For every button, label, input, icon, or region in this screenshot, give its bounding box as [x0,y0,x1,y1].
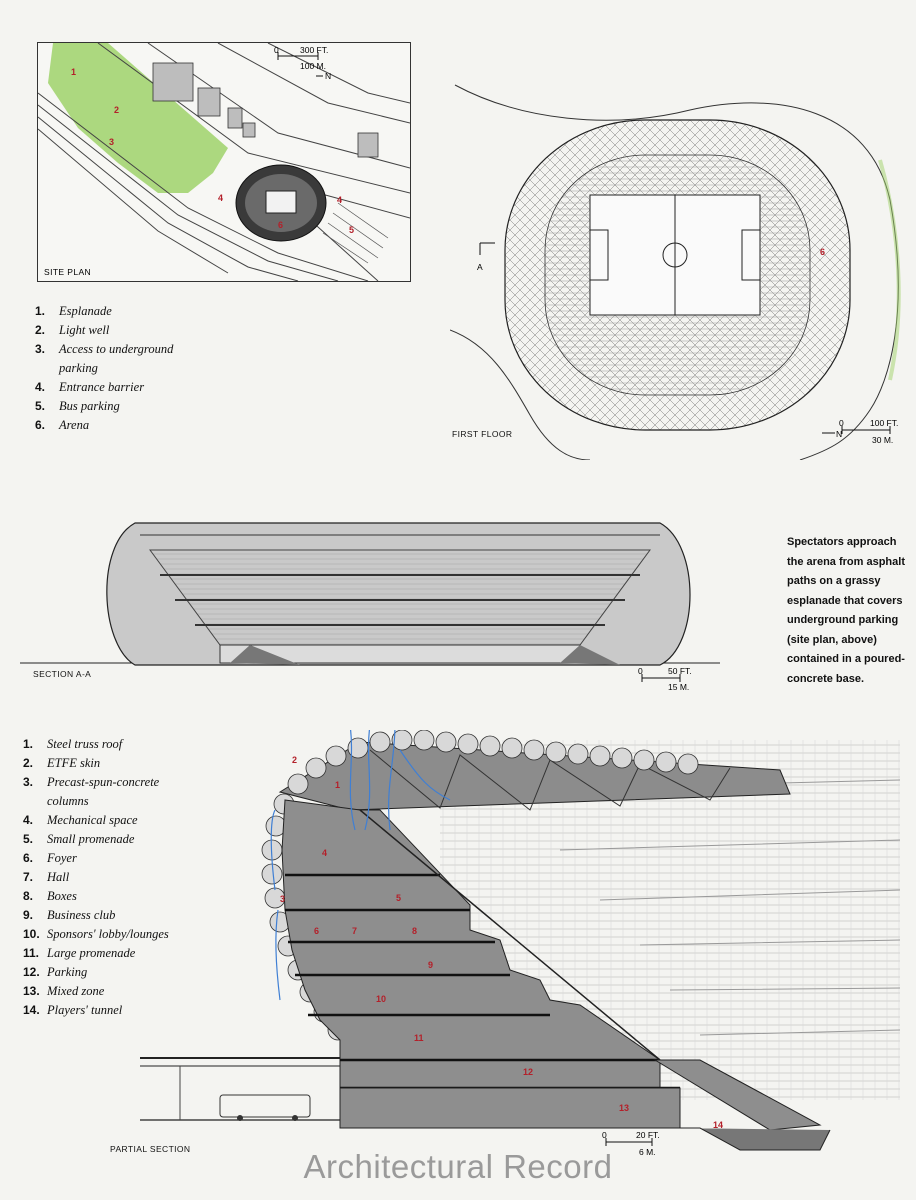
floor-marker-6: 6 [820,247,825,257]
legend-item: 4.Entrance barrier [35,380,145,394]
site-marker-4a: 4 [218,193,223,203]
legend-item: 13.Mixed zone [23,984,105,998]
legend-item: 3.Precast-spun-concrete columns [23,775,160,808]
legend-item: 5.Bus parking [35,399,120,413]
floor-scale-ft: 100 FT. [870,418,898,428]
legend-item: 10.Sponsors' lobby/lounges [23,927,169,941]
partial-section-caption: PARTIAL SECTION [110,1144,191,1154]
section-marker-10: 10 [376,994,386,1004]
section-marker-6: 6 [314,926,319,936]
legend-item: 11.Large promenade [23,946,136,960]
legend-item: 6.Foyer [23,851,77,865]
section-marker-8: 8 [412,926,417,936]
section-aa-caption: SECTION A-A [33,669,92,679]
footer-watermark: Architectural Record [303,1148,613,1185]
partial-scale-m: 6 M. [639,1147,656,1157]
bus-outline [219,1094,311,1118]
section-marker-11: 11 [414,1033,424,1043]
site-marker-4b: 4 [337,195,342,205]
partial-section-drawing: 1 2 3 4 5 6 7 8 9 10 11 12 13 14 0 20 FT… [140,730,901,1157]
section-marker-a: A [477,262,483,272]
first-floor-caption: FIRST FLOOR [452,429,513,439]
section-marker-12: 12 [523,1067,533,1077]
legend-item: 1.Steel truss roof [23,737,123,751]
legend-item: 9.Business club [23,908,116,922]
section-marker-9: 9 [428,960,433,970]
site-plan: 0 300 FT. 100 M. N 1 2 3 4 4 5 6 SITE PL… [37,42,411,282]
legend-item: 4.Mechanical space [23,813,138,827]
site-marker-5: 5 [349,225,354,235]
section-marker-14: 14 [713,1120,723,1130]
floor-scale-m: 30 M. [872,435,893,445]
section-marker-13: 13 [619,1103,629,1113]
esplanade-area [48,43,228,193]
site-marker-6: 6 [278,220,283,230]
legend-item: 6.Arena [35,418,90,432]
site-scale-m: 100 M. [300,61,326,71]
site-marker-3: 3 [109,137,114,147]
legend-item: 2.Light well [35,323,110,337]
legend-item: 5.Small promenade [23,832,135,846]
legend-item: 12.Parking [23,965,88,979]
legend-item: 3.Access to underground parking [35,342,174,375]
site-north-label: N [325,71,331,81]
site-scale-zero: 0 [274,45,279,55]
legend-item: 7.Hall [23,870,70,884]
section-marker-5: 5 [396,893,401,903]
section-marker-3: 3 [280,894,285,904]
legend-item: 2.ETFE skin [23,756,101,770]
legend-item: 14.Players' tunnel [23,1003,123,1017]
site-marker-2: 2 [114,105,119,115]
site-plan-caption: SITE PLAN [44,267,91,277]
legend-item: 1.Esplanade [35,304,112,318]
floor-scale-zero: 0 [839,418,844,428]
floor-north-label: N [836,429,842,439]
site-plan-drawing: 0 300 FT. 100 M. N 1 2 3 4 4 5 6 SITE PL… [37,42,411,282]
legend-item: 8.Boxes [23,889,77,903]
section-aa-drawing: 0 50 FT. 15 M. [20,522,720,692]
partial-section-legend: 1.Steel truss roof 2.ETFE skin 3.Precast… [23,735,182,1020]
partial-scale-ft: 20 FT. [636,1130,660,1140]
section-scale-ft: 50 FT. [668,666,692,676]
section-marker-7: 7 [352,926,357,936]
section-marker-1: 1 [335,780,340,790]
section-marker-2: 2 [292,755,297,765]
first-floor-plan: A 6 0 100 FT. 30 M. N [450,84,901,460]
site-plan-legend: 1.Esplanade 2.Light well 3.Access to und… [35,302,194,435]
section-scale-m: 15 M. [668,682,689,692]
section-scale-zero: 0 [638,666,643,676]
section-marker-4: 4 [322,848,327,858]
photo-caption-note: Spectators approach the arena from aspha… [787,536,905,685]
site-scale-ft: 300 FT. [300,45,328,55]
partial-scale-zero: 0 [602,1130,607,1140]
site-marker-1: 1 [71,67,76,77]
